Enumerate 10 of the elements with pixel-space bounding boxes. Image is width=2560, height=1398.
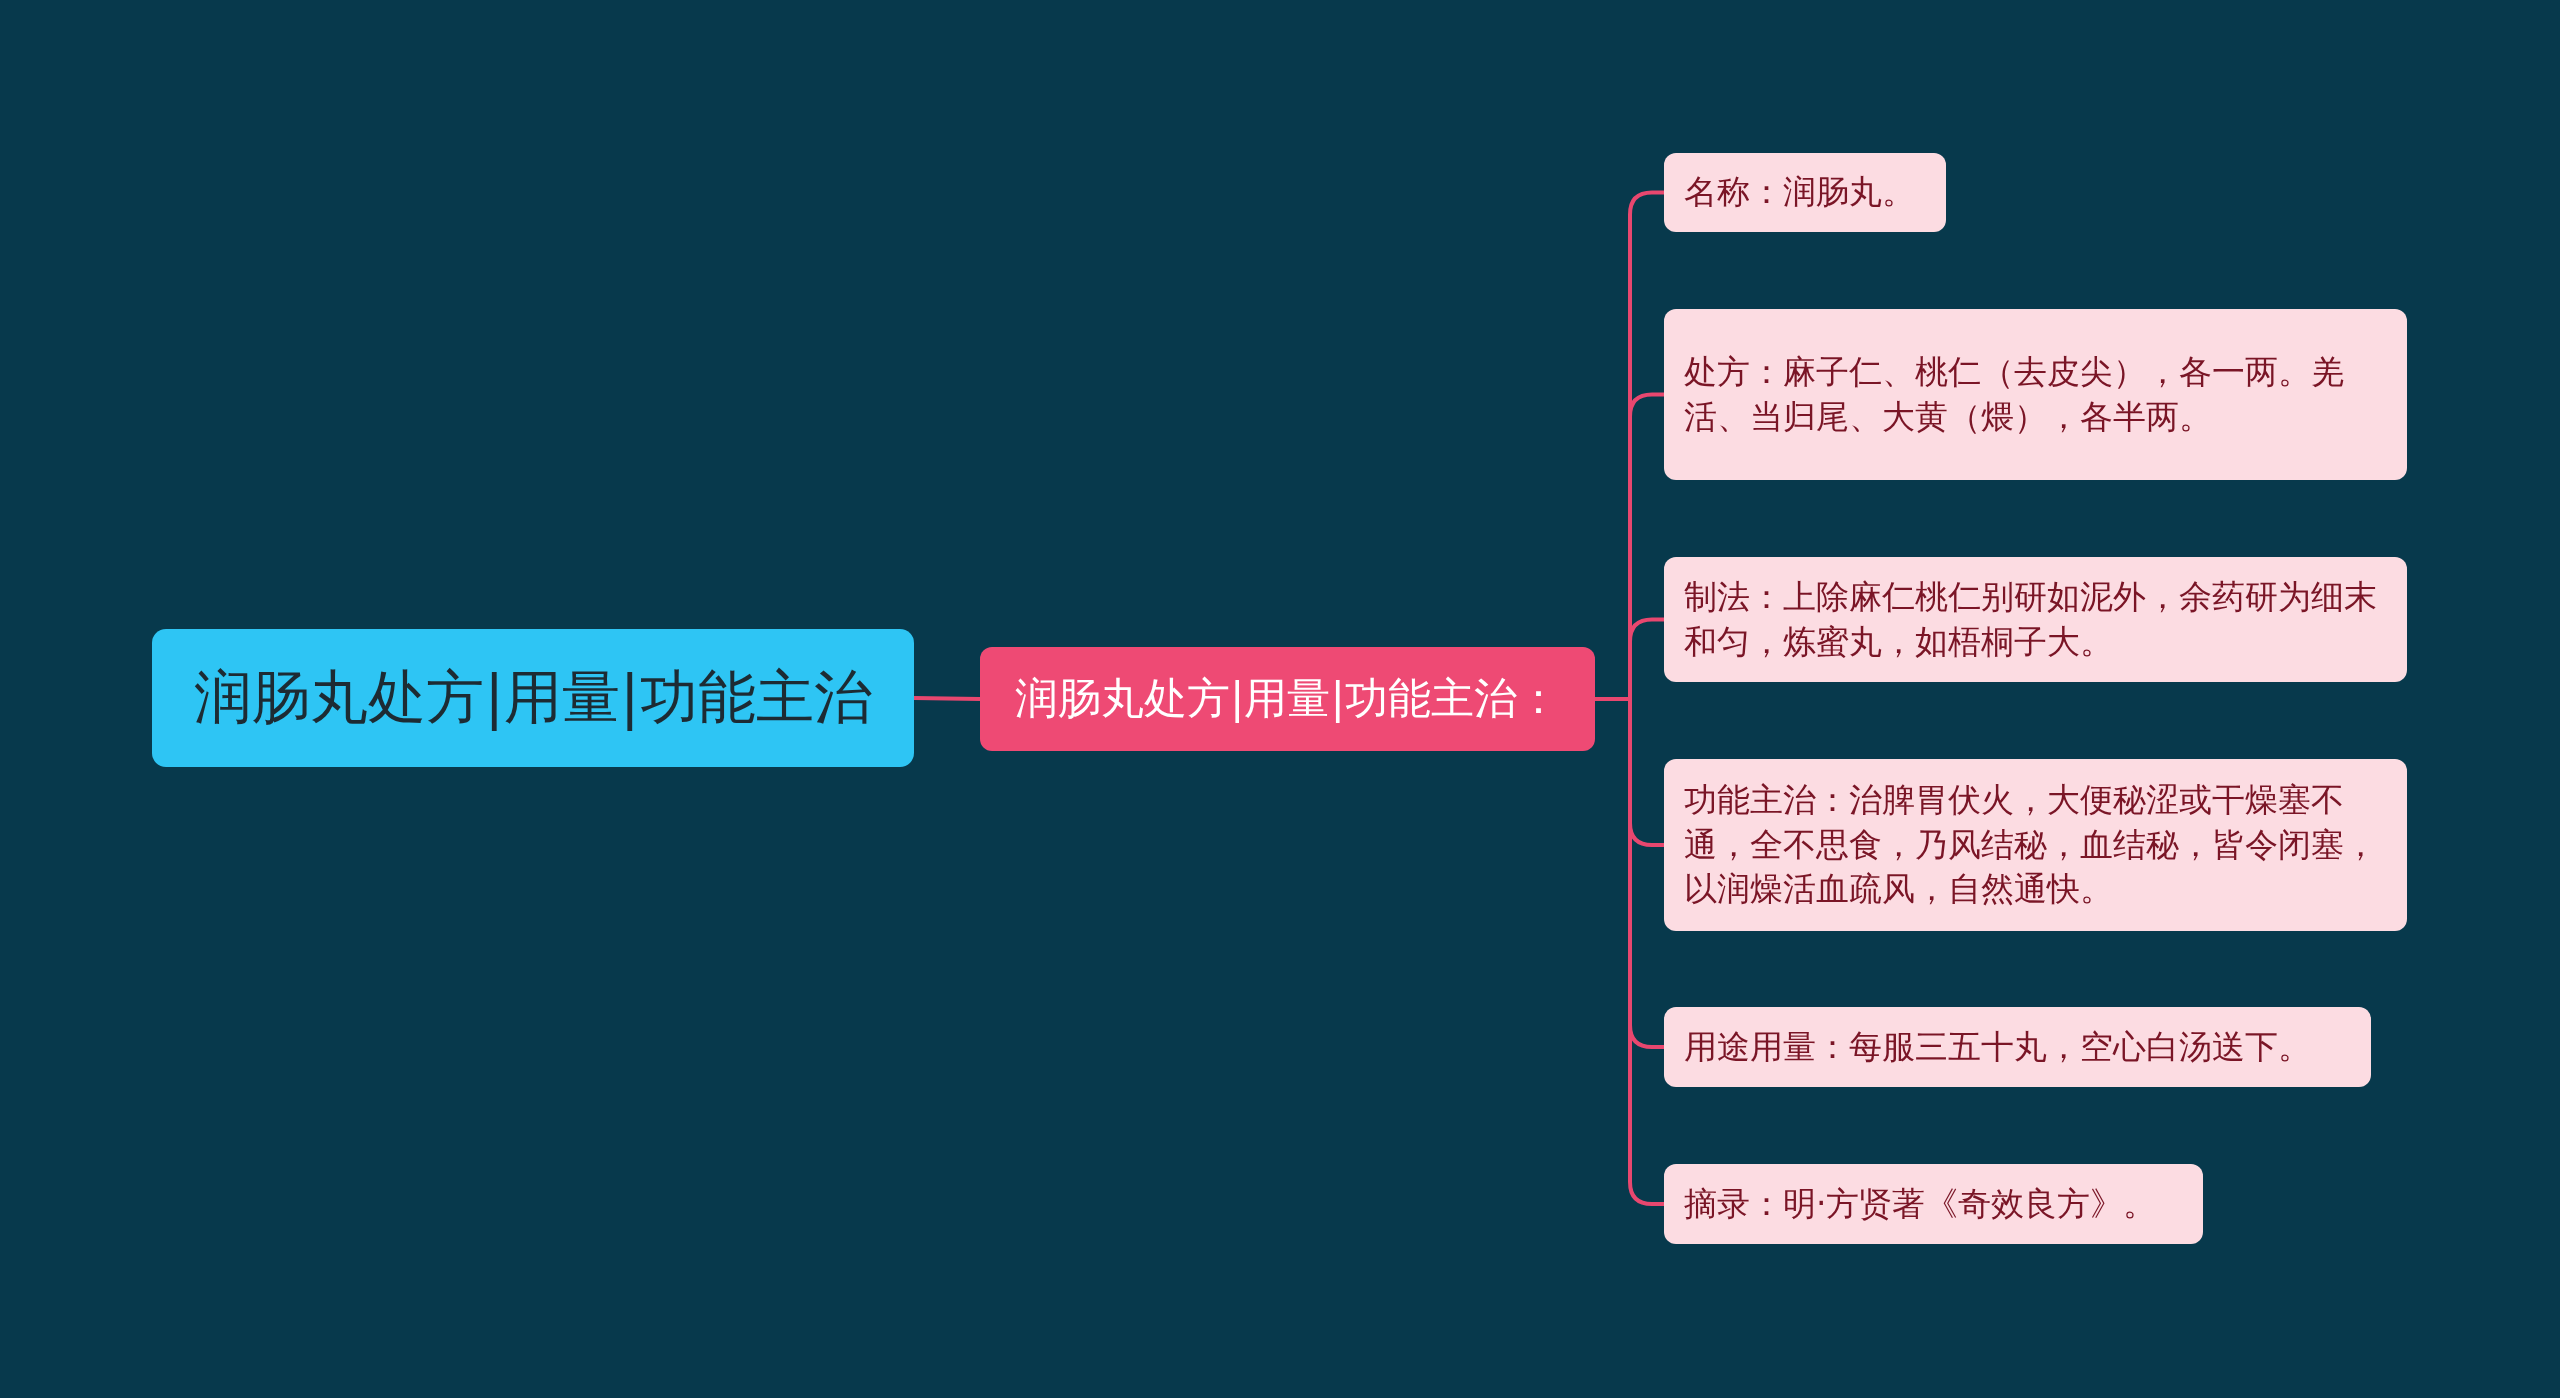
leaf-box: 名称：润肠丸。 [1664,153,1946,232]
leaf-box: 用途用量：每服三五十丸，空心白汤送下。 [1664,1007,2371,1087]
leaf-box: 功能主治：治脾胃伏火，大便秘涩或干燥塞不通，全不思食，乃风结秘，血结秘，皆令闭塞，以润燥活血疏风，自然通快。 [1664,759,2407,931]
leaf-box: 摘录：明·方贤著《奇效良方》。 [1664,1164,2203,1244]
leaf-box: 制法：上除麻仁桃仁别研如泥外，余药研为细末和匀，炼蜜丸，如梧桐子大。 [1664,557,2407,682]
connector-line [1595,697,1664,1206]
branch-box: 润肠丸处方|用量|功能主治： [980,647,1595,751]
topic-box: 润肠丸处方|用量|功能主治 [152,629,914,767]
connector-line [913,696,981,701]
leaf-box: 处方：麻子仁、桃仁（去皮尖），各一两。羌活、当归尾、大黄（煨），各半两。 [1664,309,2407,480]
